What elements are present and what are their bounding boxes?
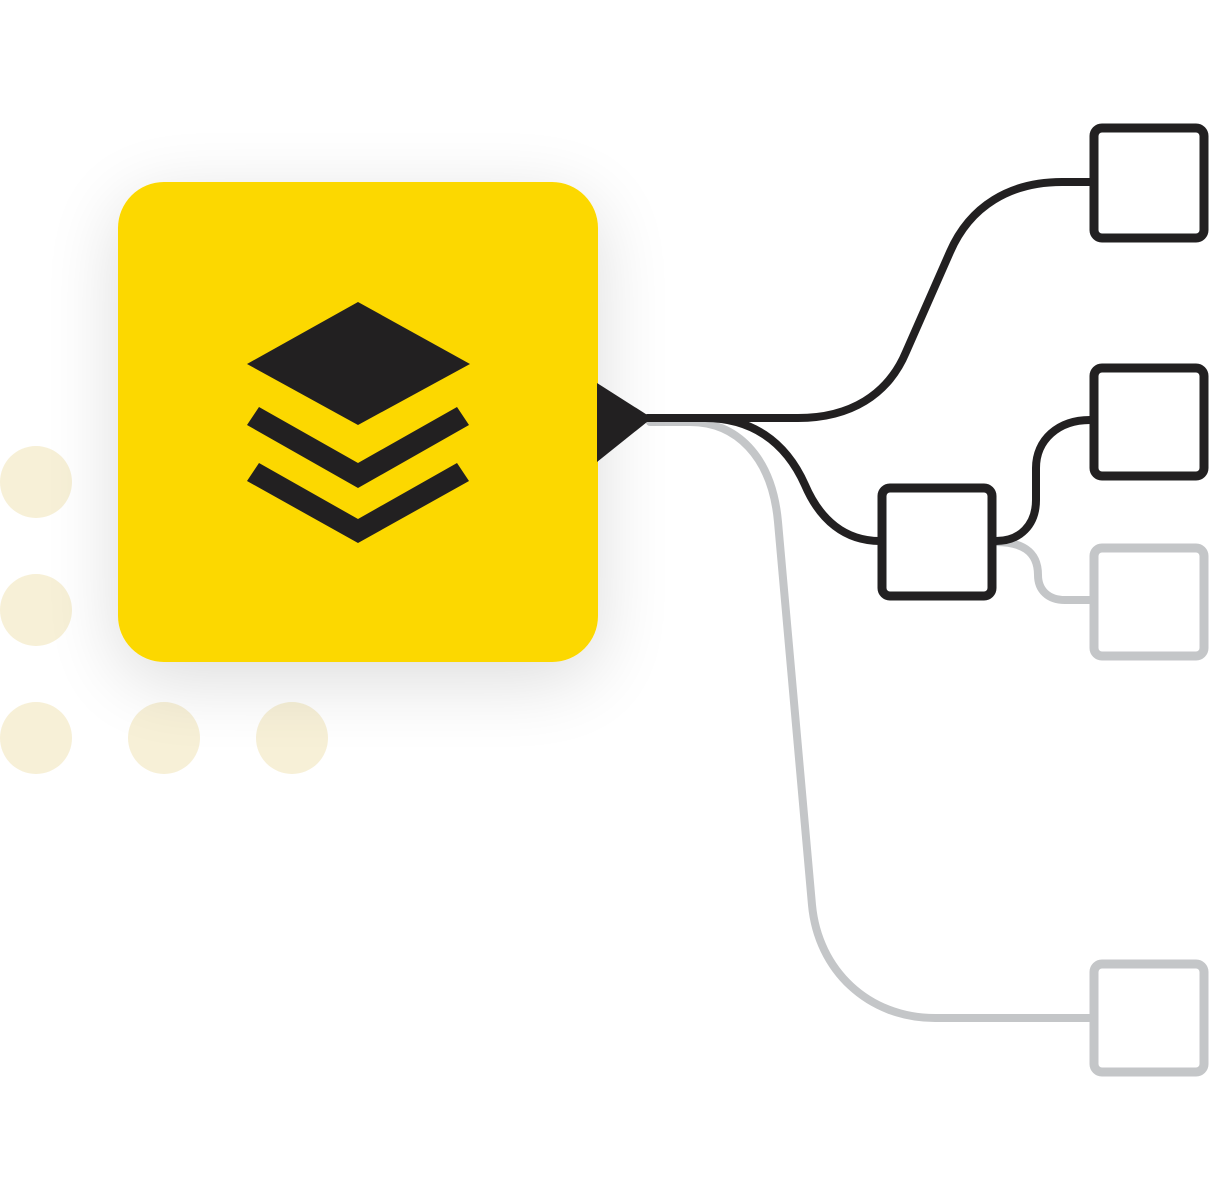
child-node-bottom[interactable] [1089, 959, 1209, 1077]
child-node-middle[interactable] [877, 483, 997, 601]
decorative-dot [0, 446, 72, 518]
layers-icon [247, 302, 470, 543]
active-connectors [644, 178, 1098, 545]
connector-to-top [644, 178, 1098, 422]
inactive-connectors [646, 418, 1098, 1022]
connector-to-middle [644, 414, 884, 545]
output-port-icon[interactable] [597, 383, 652, 462]
connector-to-mid-right-bottom [992, 538, 1098, 604]
connector-to-bottom [646, 418, 1098, 1022]
decorative-dot [256, 702, 328, 774]
root-node[interactable] [118, 182, 598, 662]
connector-to-mid-right-top [992, 416, 1098, 545]
decorative-dot [0, 702, 72, 774]
child-node-mid-right-bottom[interactable] [1089, 543, 1209, 661]
decorative-dot [0, 574, 72, 646]
child-node-mid-right-top[interactable] [1089, 363, 1209, 481]
child-node-top[interactable] [1089, 123, 1209, 243]
decorative-dot [128, 702, 200, 774]
decorative-dots [0, 446, 328, 774]
